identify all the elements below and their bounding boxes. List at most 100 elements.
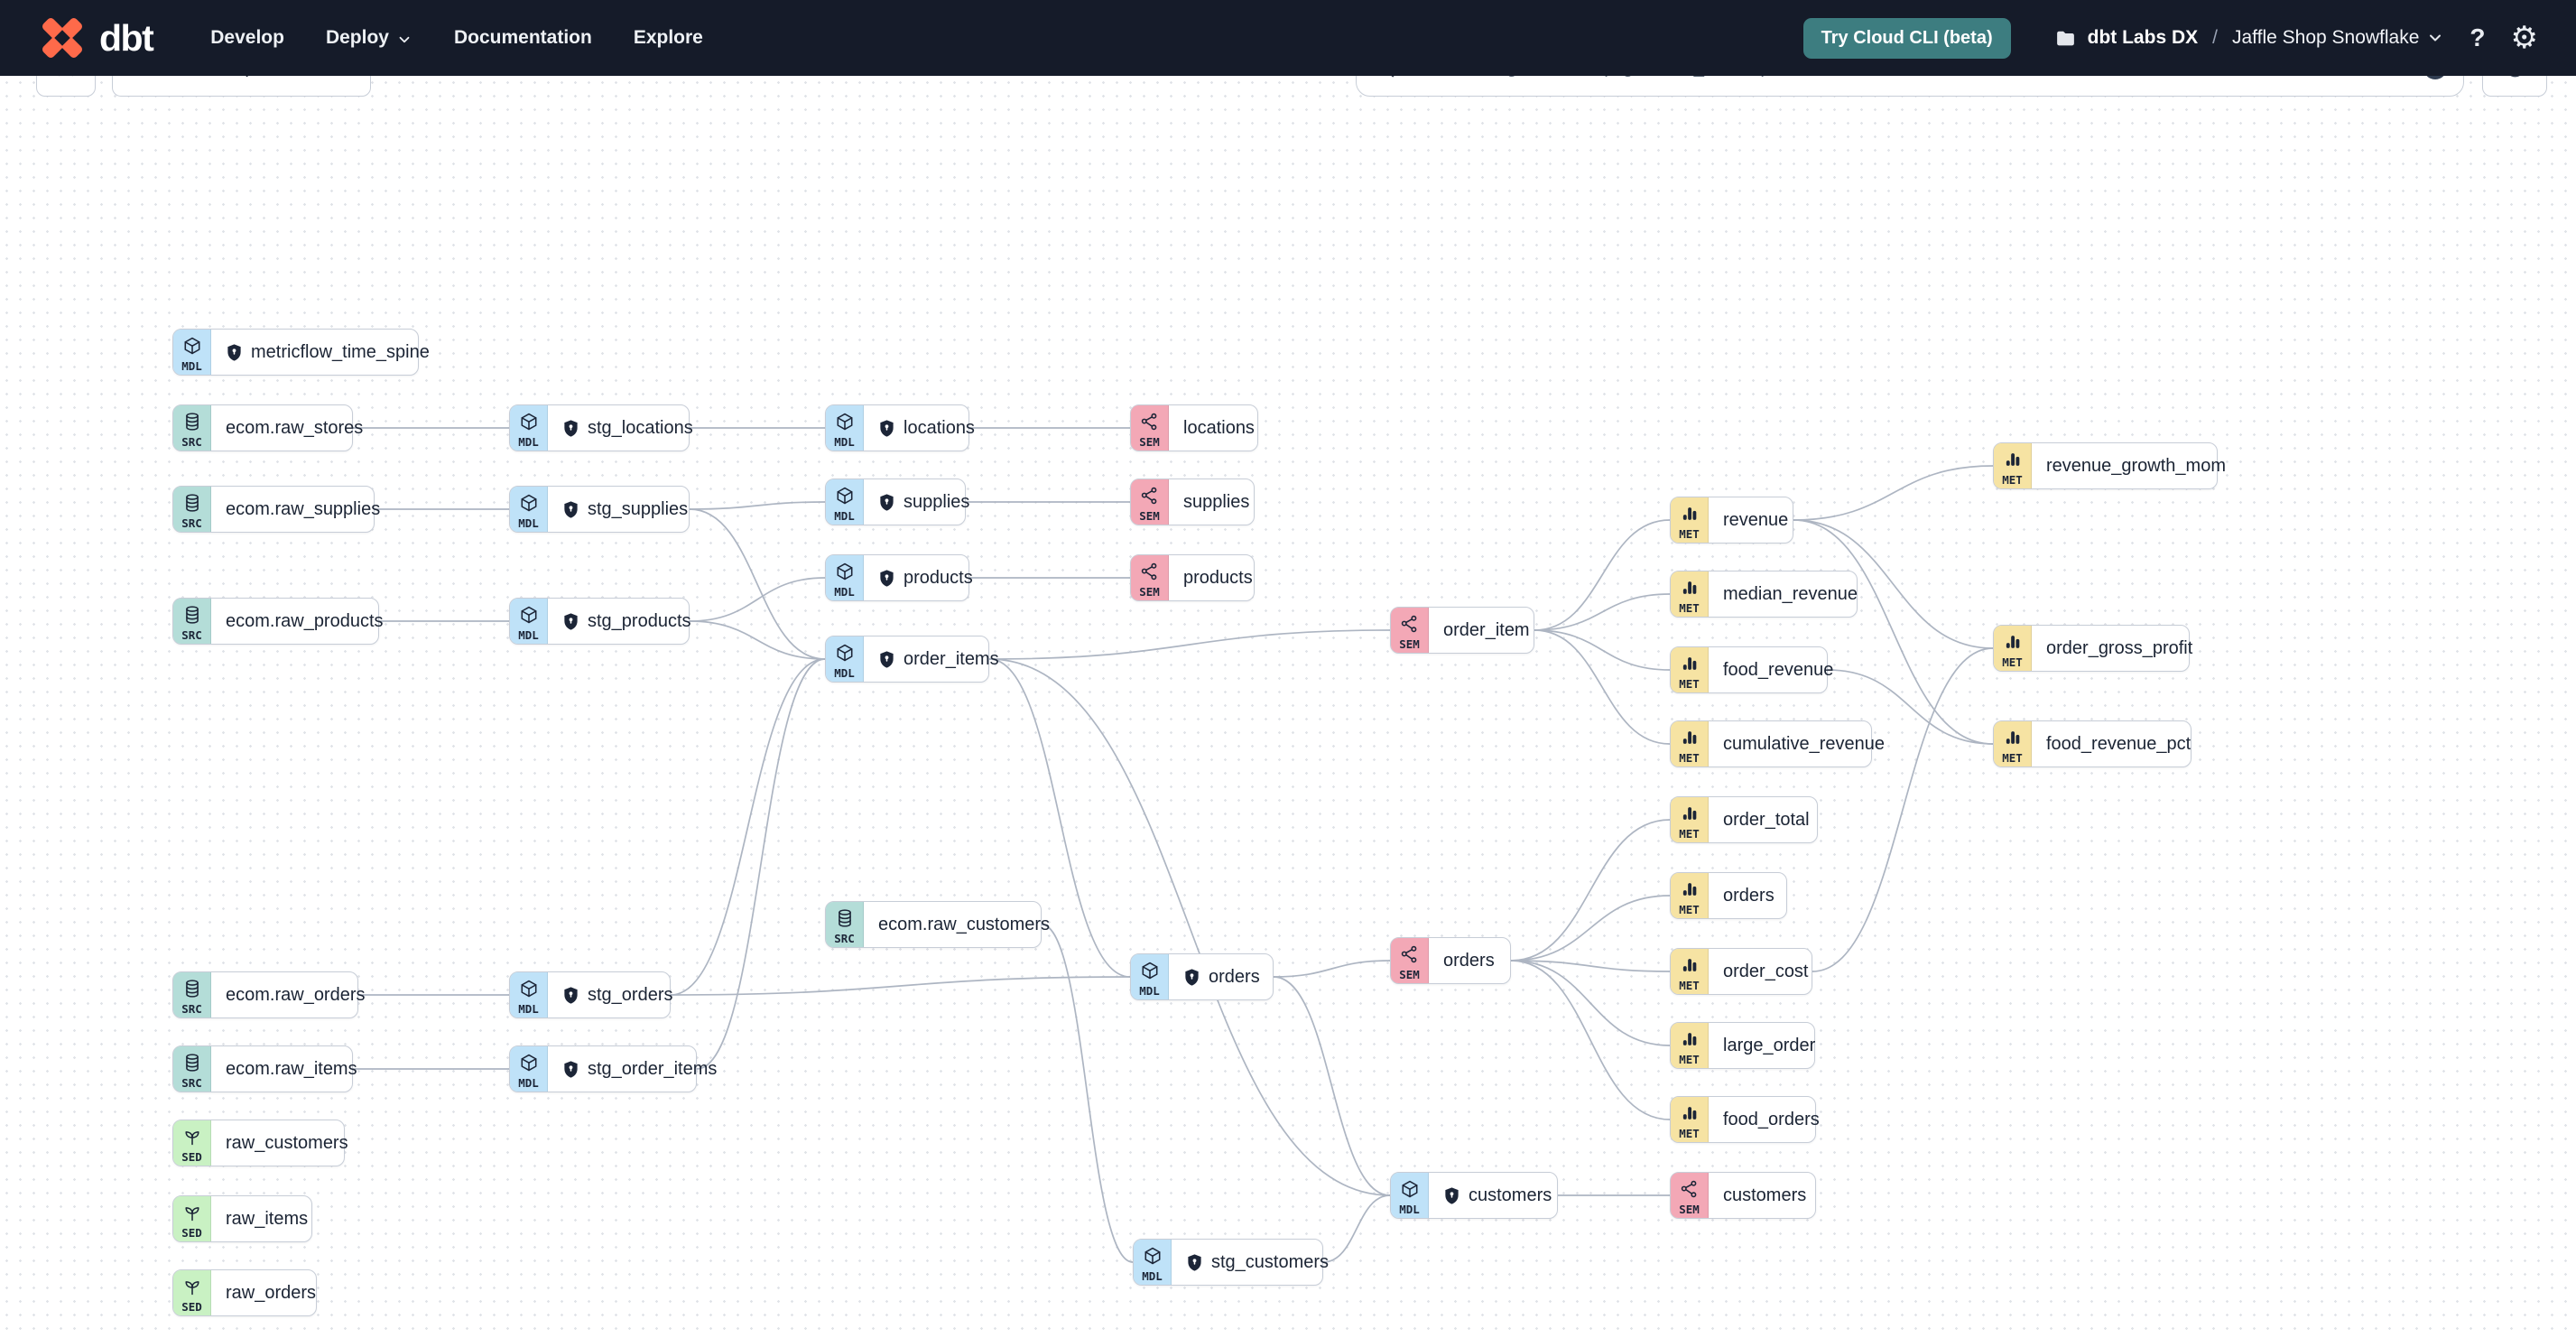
graph-node-raw_orders[interactable]: SRC ecom.raw_orders <box>172 971 366 1018</box>
node-label: orders <box>1209 966 1260 987</box>
graph-node-food_revenue[interactable]: MET food_revenue <box>1670 646 1833 693</box>
node-label: locations <box>1183 417 1255 438</box>
graph-node-raw_items_seed[interactable]: SED raw_items <box>172 1195 312 1242</box>
graph-node-order_item_sem[interactable]: SEM order_item <box>1390 607 1534 654</box>
badge-label: MET <box>1679 676 1700 691</box>
graph-node-stg_products[interactable]: MDL stg_products <box>509 598 691 645</box>
nav-item-explore[interactable]: Explore <box>633 27 703 48</box>
graph-node-stg_orders[interactable]: MDL stg_orders <box>509 971 673 1018</box>
badge-label: SEM <box>1139 584 1160 599</box>
shield-icon <box>1443 1186 1460 1205</box>
account-breadcrumb: dbt Labs DX / Jaffle Shop Snowflake <box>2054 27 2445 50</box>
badge-label: SEM <box>1679 1202 1700 1216</box>
graph-node-raw_customers_src[interactable]: SRC ecom.raw_customers <box>825 901 1050 948</box>
graph-node-stg_customers[interactable]: MDL stg_customers <box>1133 1239 1329 1286</box>
bar-chart-icon <box>1680 504 1700 528</box>
badge-label: SRC <box>181 1075 202 1090</box>
graph-node-locations_sem[interactable]: SEM locations <box>1130 404 1258 451</box>
graph-node-stg_locations[interactable]: MDL stg_locations <box>509 404 693 451</box>
graph-node-metricflow_time_spine[interactable]: MDL metricflow_time_spine <box>172 329 430 376</box>
node-label: order_item <box>1443 619 1530 640</box>
badge-label: SRC <box>181 627 202 642</box>
badge-label: MDL <box>518 1001 539 1016</box>
graph-node-raw_items[interactable]: SRC ecom.raw_items <box>172 1045 357 1092</box>
node-label: products <box>903 567 973 588</box>
sprout-icon <box>182 1203 202 1227</box>
project-switcher[interactable]: Jaffle Shop Snowflake <box>2232 27 2444 49</box>
dbt-logo[interactable]: dbt <box>38 14 154 62</box>
try-cloud-cli-button[interactable]: Try Cloud CLI (beta) <box>1802 17 2011 59</box>
bar-chart-icon <box>1680 578 1700 602</box>
chevron-down-icon <box>399 36 410 42</box>
shield-icon <box>1183 968 1200 987</box>
account-name[interactable]: dbt Labs DX <box>2087 27 2199 48</box>
settings-button[interactable]: ⚙ <box>2511 20 2538 56</box>
graph-node-locations[interactable]: MDL locations <box>825 404 975 451</box>
lineage-edge <box>1510 960 1671 1120</box>
cube-icon <box>519 412 539 436</box>
graph-node-raw_products[interactable]: SRC ecom.raw_products <box>172 598 384 645</box>
sprout-icon <box>182 1277 202 1301</box>
node-label: ecom.raw_products <box>226 610 384 631</box>
badge-label: SED <box>181 1225 202 1240</box>
graph-node-large_order[interactable]: MET large_order <box>1670 1022 1815 1069</box>
node-label: median_revenue <box>1723 583 1858 604</box>
graph-node-order_cost[interactable]: MET order_cost <box>1670 948 1812 995</box>
node-label: supplies <box>1183 491 1250 512</box>
graph-node-products[interactable]: MDL products <box>825 554 973 601</box>
graph-node-orders_model[interactable]: MDL orders <box>1130 953 1274 1000</box>
lineage-canvas[interactable]: MDL metricflow_time_spine SRC ecom.raw_s… <box>0 76 2576 1338</box>
graph-node-products_sem[interactable]: SEM products <box>1130 554 1255 601</box>
lineage-edge <box>1273 960 1391 978</box>
graph-node-food_orders[interactable]: MET food_orders <box>1670 1096 1820 1143</box>
lineage-edge <box>988 629 1391 660</box>
graph-node-orders_metric[interactable]: MET orders <box>1670 872 1787 919</box>
lineage-edge <box>1534 593 1671 631</box>
bar-chart-icon <box>1680 955 1700 980</box>
badge-label: MDL <box>518 516 539 530</box>
graph-node-revenue[interactable]: MET revenue <box>1670 497 1793 544</box>
graph-node-raw_orders_seed[interactable]: SED raw_orders <box>172 1269 317 1316</box>
graph-node-revenue_growth_mom[interactable]: MET revenue_growth_mom <box>1993 442 2226 489</box>
graph-node-customers_sem[interactable]: SEM customers <box>1670 1172 1816 1219</box>
graph-node-food_revenue_pct[interactable]: MET food_revenue_pct <box>1993 720 2191 767</box>
lineage-edge <box>689 577 826 622</box>
cube-icon <box>519 493 539 517</box>
badge-label: MDL <box>181 358 202 373</box>
lineage-edge <box>670 658 826 996</box>
graph-node-order_items[interactable]: MDL order_items <box>825 636 999 683</box>
graph-node-median_revenue[interactable]: MET median_revenue <box>1670 571 1858 618</box>
graph-node-stg_order_items[interactable]: MDL stg_order_items <box>509 1045 717 1092</box>
database-icon <box>182 493 202 517</box>
lineage-edge <box>1322 1194 1391 1263</box>
badge-label: MDL <box>834 508 855 523</box>
nav-item-develop[interactable]: Develop <box>210 27 284 48</box>
database-icon <box>182 412 202 436</box>
badge-label: SEM <box>1399 967 1420 981</box>
graph-node-supplies_sem[interactable]: SEM supplies <box>1130 479 1255 525</box>
graph-node-order_total[interactable]: MET order_total <box>1670 796 1818 843</box>
badge-label: MET <box>1679 1126 1700 1140</box>
graph-node-cumulative_revenue[interactable]: MET cumulative_revenue <box>1670 720 1885 767</box>
graph-node-customers_model[interactable]: MDL customers <box>1390 1172 1558 1219</box>
nav-item-documentation[interactable]: Documentation <box>453 27 592 48</box>
dbt-logo-icon <box>42 17 83 59</box>
help-button[interactable]: ? <box>2469 23 2485 52</box>
graph-node-order_gross_profit[interactable]: MET order_gross_profit <box>1993 625 2193 672</box>
node-label: food_orders <box>1723 1109 1820 1129</box>
graph-node-stg_supplies[interactable]: MDL stg_supplies <box>509 486 690 533</box>
badge-label: MDL <box>518 627 539 642</box>
bar-chart-icon <box>1680 1103 1700 1128</box>
graph-node-orders_sem[interactable]: SEM orders <box>1390 937 1511 984</box>
node-label: order_cost <box>1723 961 1809 981</box>
project-name: Jaffle Shop Snowflake <box>2231 27 2420 48</box>
badge-label: SED <box>181 1149 202 1164</box>
node-label: food_revenue_pct <box>2046 733 2191 754</box>
graph-node-raw_stores[interactable]: SRC ecom.raw_stores <box>172 404 363 451</box>
lineage-edges <box>352 427 1994 1263</box>
node-label: order_gross_profit <box>2046 637 2193 658</box>
graph-node-raw_customers_seed[interactable]: SED raw_customers <box>172 1120 348 1166</box>
graph-node-raw_supplies[interactable]: SRC ecom.raw_supplies <box>172 486 380 533</box>
nav-item-deploy[interactable]: Deploy <box>326 27 412 49</box>
graph-node-supplies[interactable]: MDL supplies <box>825 479 969 525</box>
